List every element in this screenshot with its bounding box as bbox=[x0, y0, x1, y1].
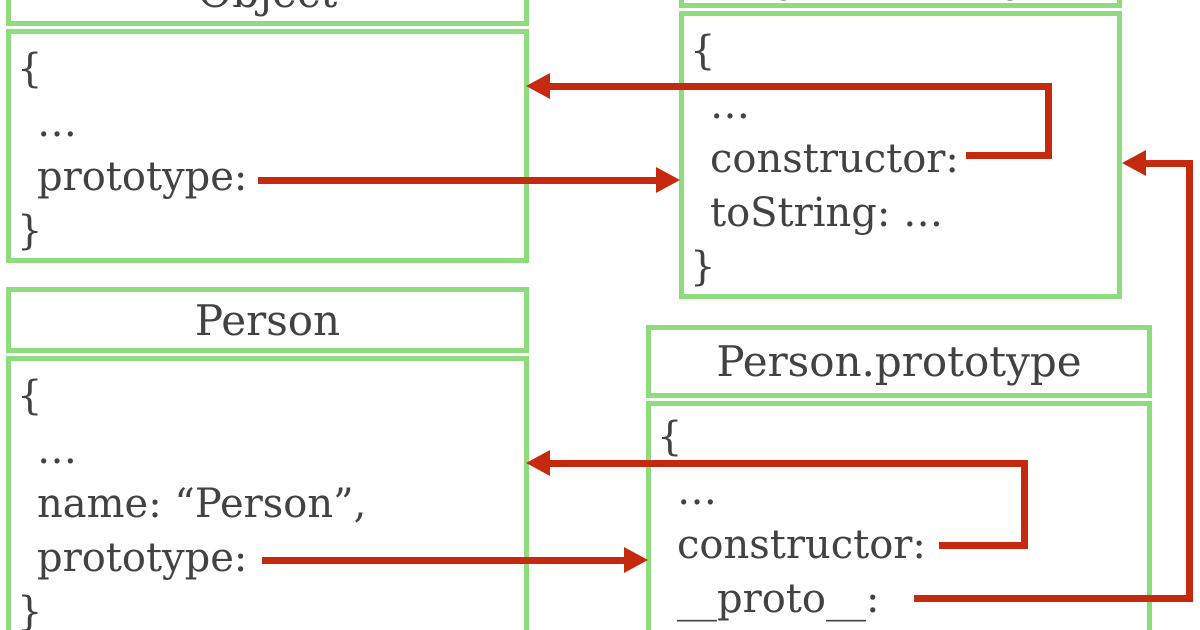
person-box-title: Person bbox=[6, 287, 529, 353]
person-box-title-label: Person bbox=[194, 295, 341, 345]
person-prototype-line-open-brace: { bbox=[657, 414, 683, 460]
object-line-close-brace: } bbox=[17, 208, 43, 254]
arrow-person-constructor-stub bbox=[939, 542, 1028, 549]
object-line-open-brace: { bbox=[17, 46, 43, 92]
person-prototype-box-body: { … constructor: __proto__: bbox=[646, 401, 1152, 630]
object-prototype-line-open-brace: { bbox=[690, 28, 716, 74]
object-line-prototype: prototype: bbox=[37, 154, 248, 200]
person-prototype-line-proto: __proto__: bbox=[677, 576, 880, 622]
person-box-body: { … name: “Person”, prototype: } bbox=[6, 356, 529, 630]
object-box-title: Object bbox=[6, 0, 529, 26]
arrow-person-constructor-line bbox=[548, 460, 1028, 467]
arrow-person-constructor-vertical bbox=[1021, 460, 1028, 549]
arrow-object-constructor-head bbox=[526, 73, 550, 99]
person-line-close-brace: } bbox=[17, 589, 43, 630]
person-prototype-box-title-label: Person.prototype bbox=[716, 337, 1082, 386]
arrow-proto-chain-head bbox=[1122, 150, 1146, 176]
arrow-person-constructor-head bbox=[526, 450, 550, 476]
object-prototype-line-constructor: constructor: bbox=[710, 136, 959, 182]
object-prototype-box-body: { … constructor: toString: … } bbox=[679, 11, 1122, 299]
person-prototype-line-constructor: constructor: bbox=[677, 522, 926, 568]
arrow-object-constructor-vertical bbox=[1045, 83, 1052, 159]
person-line-open-brace: { bbox=[17, 373, 43, 419]
object-prototype-line-tostring: toString: … bbox=[710, 190, 944, 236]
object-prototype-box-title-label: Object.prototype bbox=[721, 0, 1081, 1]
arrow-object-prototype-property-head bbox=[656, 167, 680, 193]
person-prototype-box-title: Person.prototype bbox=[646, 325, 1152, 398]
person-line-name: name: “Person”, bbox=[37, 481, 367, 527]
arrow-person-prototype-property-head bbox=[624, 547, 648, 573]
object-prototype-box-title: Object.prototype bbox=[679, 0, 1122, 8]
arrow-person-prototype-property-line bbox=[262, 557, 626, 564]
arrow-object-constructor-stub bbox=[966, 152, 1052, 159]
object-prototype-line-close-brace: } bbox=[690, 244, 716, 290]
arrow-object-constructor-line bbox=[548, 83, 1052, 90]
arrow-proto-chain-bottom-line bbox=[914, 595, 1193, 602]
person-line-prototype: prototype: bbox=[37, 535, 248, 581]
person-prototype-line-ellipsis: … bbox=[677, 468, 717, 514]
arrow-object-prototype-property-line bbox=[258, 177, 660, 184]
person-line-ellipsis: … bbox=[37, 427, 77, 473]
arrow-proto-chain-top-line bbox=[1146, 160, 1193, 167]
object-line-ellipsis: … bbox=[37, 100, 77, 146]
object-box-body: { … prototype: } bbox=[6, 29, 529, 263]
object-box-title-label: Object bbox=[198, 0, 338, 17]
arrow-proto-chain-vertical bbox=[1186, 160, 1193, 602]
